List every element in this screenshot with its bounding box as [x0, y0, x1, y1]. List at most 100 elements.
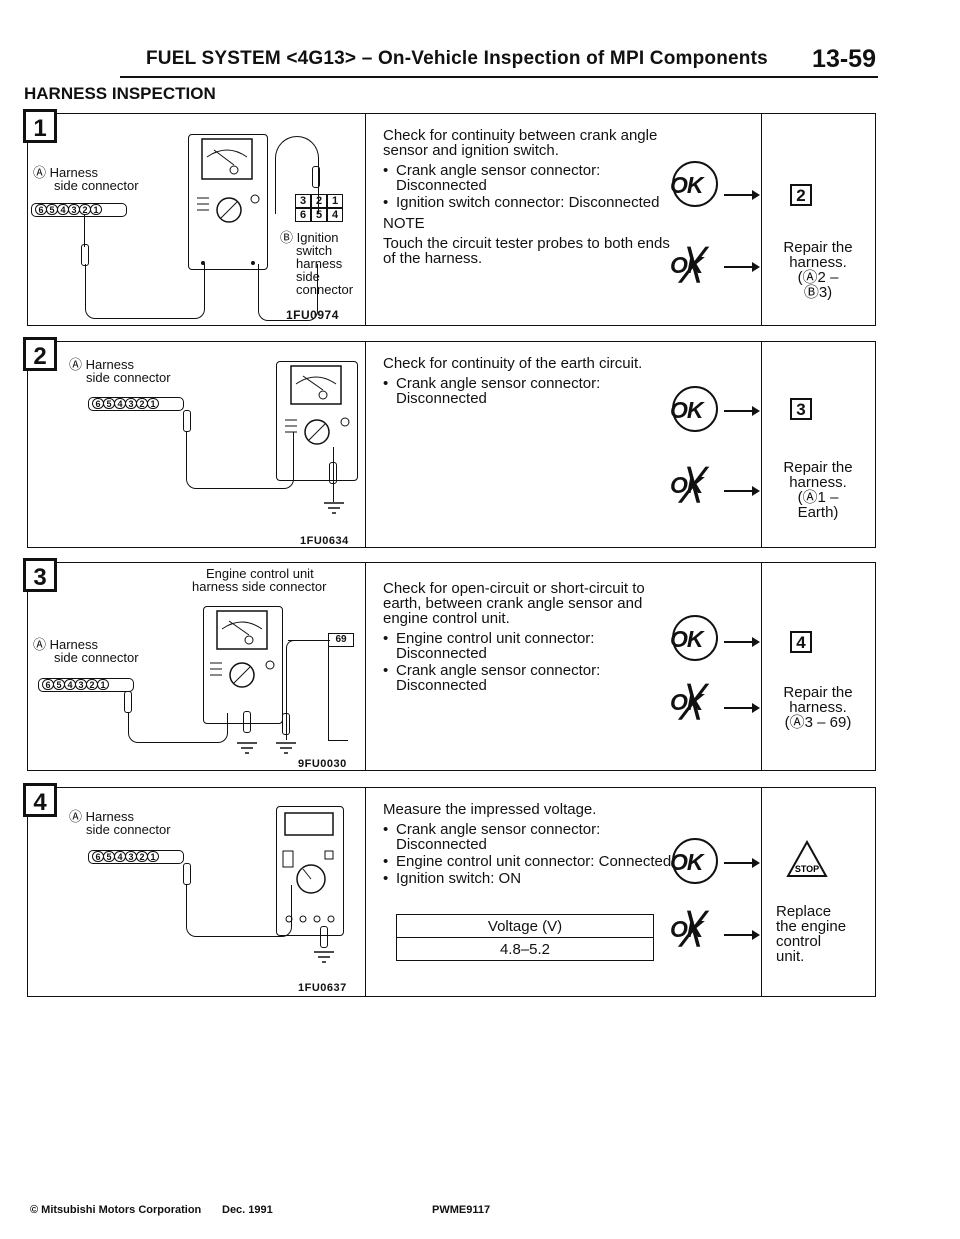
probe-wire	[333, 484, 335, 502]
harness-label: Ⓐ Harness	[69, 809, 135, 824]
ecu-sub-label: harness side connector	[192, 579, 327, 594]
step-3-result: 4 Repair the harness. (Ⓐ3 – 69)	[761, 563, 875, 770]
probe-tip-icon	[81, 244, 89, 266]
step-3-text: Check for open-circuit or short-circuit …	[383, 581, 673, 695]
harness-sub-label: side connector	[54, 178, 139, 193]
footer-code: PWME9117	[432, 1204, 491, 1216]
ng-icon: OK╳	[670, 686, 703, 719]
step-intro: Check for continuity between crank angle…	[383, 127, 658, 159]
ng-icon: OK╳	[670, 913, 703, 946]
condition-item: Crank angle sensor connector: Disconnect…	[383, 163, 673, 193]
voltage-table-value: 4.8–5.2	[396, 937, 654, 961]
figure-code: 9FU0030	[298, 758, 347, 770]
footer-copyright: © Mitsubishi Motors Corporation	[30, 1204, 202, 1216]
repair-text: Repair the harness. (Ⓐ1 – Earth)	[783, 459, 853, 521]
condition-item: Crank angle sensor connector: Disconnect…	[383, 822, 673, 852]
figure-code: 1FU0974	[286, 308, 339, 322]
step-number-badge: 2	[23, 337, 57, 371]
earth-ground-icon	[314, 951, 334, 963]
harness-sub-label: side connector	[86, 370, 171, 385]
probe-wire-loop	[128, 713, 228, 743]
voltage-table-header: Voltage (V)	[396, 914, 654, 938]
ok-arrow	[724, 406, 760, 416]
step-2-text: Check for continuity of the earth circui…	[383, 356, 673, 408]
probe-wire-loop	[286, 640, 306, 740]
ng-arrow	[724, 703, 760, 713]
next-step-box: 2	[790, 184, 812, 206]
probe-wire-loop	[186, 885, 292, 937]
probe-tip-icon	[329, 462, 337, 484]
section-title: HARNESS INSPECTION	[24, 84, 216, 103]
step-number-badge: 4	[23, 783, 57, 817]
probe-tip-icon	[282, 713, 290, 735]
next-step-box: 4	[790, 631, 812, 653]
ok-icon: OK	[670, 838, 730, 886]
ok-arrow	[724, 190, 760, 200]
ignition-sub-label: switch harness side connector	[296, 243, 354, 297]
probe-wire-loop	[275, 136, 319, 214]
ng-arrow	[724, 486, 760, 496]
probe-wire-loop	[328, 647, 348, 741]
harness-sub-label: side connector	[86, 822, 171, 837]
step-1-text: Check for continuity between crank angle…	[383, 128, 673, 271]
step-intro: Measure the impressed voltage.	[383, 801, 597, 818]
condition-item: Ignition switch: ON	[383, 871, 673, 886]
svg-text:STOP: STOP	[795, 864, 819, 874]
probe-wire-loop	[186, 432, 294, 489]
step-3: 3 Engine control unit harness side conne…	[23, 558, 876, 771]
step-intro: Check for continuity of the earth circui…	[383, 355, 643, 372]
stop-triangle-icon: STOP	[786, 840, 828, 877]
figure-code: 1FU0637	[298, 982, 347, 994]
condition-item: Ignition switch connector: Disconnected	[383, 195, 673, 210]
note-text: Touch the circuit tester probes to both …	[383, 235, 670, 267]
harness-label: Ⓐ Harness	[33, 165, 99, 180]
ng-icon: OK╳	[670, 469, 703, 502]
step-intro: Check for open-circuit or short-circuit …	[383, 580, 645, 627]
probe-tip-icon	[320, 926, 328, 948]
condition-item: Crank angle sensor connector: Disconnect…	[383, 376, 673, 406]
harness-sub-label: side connector	[54, 650, 139, 665]
probe-wire-loop	[258, 264, 318, 321]
step-1-result: 2 Repair the harness. (Ⓐ2 – Ⓑ3)	[761, 114, 875, 325]
step-2-result: 3 Repair the harness. (Ⓐ1 – Earth)	[761, 342, 875, 547]
header-title: FUEL SYSTEM <4G13> – On-Vehicle Inspecti…	[146, 48, 768, 69]
condition-item: Engine control unit connector: Connected	[383, 854, 673, 869]
earth-ground-icon	[324, 502, 344, 514]
ng-icon: OK╳	[670, 249, 703, 282]
multimeter-icon	[188, 134, 268, 270]
probe-wire	[84, 215, 86, 247]
replace-text: Replace the engine control unit.	[776, 903, 847, 965]
probe-tip-icon	[124, 691, 132, 713]
repair-text: Repair the harness. (Ⓐ2 – Ⓑ3)	[783, 239, 853, 301]
page-number: 13-59	[812, 45, 876, 73]
ok-arrow	[724, 858, 760, 868]
step-4-text: Measure the impressed voltage. Crank ang…	[383, 802, 673, 888]
earth-ground-icon	[276, 742, 296, 754]
ecu-pin-box: 69	[328, 633, 354, 647]
header-rule	[120, 76, 878, 78]
ignition-label: Ⓑ Ignition	[280, 230, 339, 245]
repair-text: Repair the harness. (Ⓐ3 – 69)	[783, 684, 853, 731]
ok-icon: OK	[670, 615, 730, 663]
note-title: NOTE	[383, 215, 425, 232]
ok-icon: OK	[670, 161, 730, 209]
digital-multimeter-icon	[276, 806, 344, 936]
harness-label: Ⓐ Harness	[69, 357, 135, 372]
ng-arrow	[724, 262, 760, 272]
figure-code: 1FU0634	[300, 535, 349, 547]
ng-arrow	[724, 930, 760, 940]
earth-ground-icon	[237, 742, 257, 754]
probe-tip-icon	[312, 166, 320, 188]
probe-tip-icon	[243, 711, 251, 733]
ok-icon: OK	[670, 386, 730, 434]
ok-arrow	[724, 637, 760, 647]
probe-tip-icon	[183, 410, 191, 432]
